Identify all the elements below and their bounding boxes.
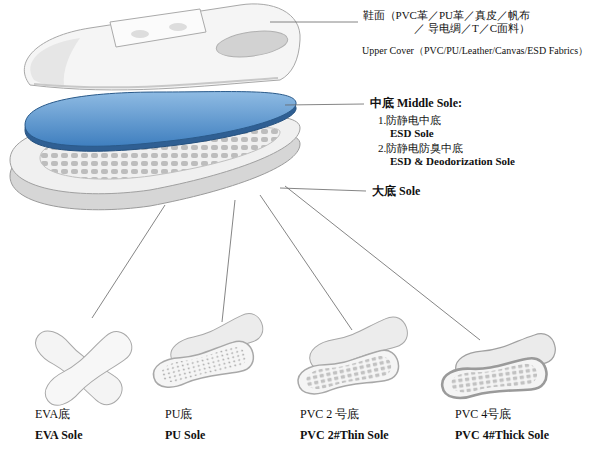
pu-insole <box>150 310 267 393</box>
part-label: ESD & Deodorization Sole <box>390 155 515 168</box>
sole-type-label: PU底 <box>165 407 192 421</box>
middle-sole <box>25 92 296 152</box>
pvc4-insole <box>440 330 558 401</box>
insole-pattern <box>304 354 393 393</box>
sole-type-label: PVC 2#Thin Sole <box>300 428 389 442</box>
part-label: ESD Sole <box>390 127 434 140</box>
sole-type-label: PVC 4#Thick Sole <box>455 428 549 442</box>
upper-opening <box>215 27 290 61</box>
eva-insole <box>29 324 138 413</box>
part-label: 鞋面（PVC革／PU革／真皮／帆布／ 导电绸／T／C面料） <box>362 9 530 35</box>
leader-lines <box>92 22 480 340</box>
middle-sole-top <box>25 92 296 147</box>
insole-shape <box>440 356 548 401</box>
leader-line <box>280 188 366 191</box>
insole-shape <box>39 326 138 413</box>
part-label: Upper Cover（PVC/PU/Leather/Canvas/ESD Fa… <box>362 45 588 57</box>
sole-type-label: EVA底 <box>35 407 70 421</box>
leader-line <box>92 205 165 318</box>
sole-type-label: PVC 2 号底 <box>300 407 359 421</box>
sole-type-label: EVA Sole <box>35 428 82 442</box>
leader-line <box>270 22 358 23</box>
insole-shape <box>150 338 256 392</box>
insole-shape <box>295 348 401 399</box>
upper-body <box>24 4 300 90</box>
leader-line <box>222 200 235 322</box>
part-label: 中底 Middle Sole: <box>370 96 462 110</box>
pvc2-insole <box>295 313 411 398</box>
shoe-upper <box>24 4 300 90</box>
sole-type-label: PVC 4号底 <box>455 407 511 421</box>
insole-pattern <box>450 362 539 395</box>
leader-line <box>260 195 352 330</box>
insole-pattern <box>159 345 248 386</box>
upper-strap <box>110 9 206 47</box>
part-label: 1.防静电中底 <box>378 114 441 127</box>
part-label: 2.防静电防臭中底 <box>378 142 463 155</box>
leader-line <box>285 104 364 105</box>
strap-hole <box>169 23 187 31</box>
strap-hole <box>131 30 149 38</box>
upper-edge <box>34 78 278 87</box>
sole-type-label: PU Sole <box>165 428 205 442</box>
part-label: 大底 Sole <box>372 184 420 198</box>
upper-toe-shade <box>30 38 80 86</box>
leader-line <box>285 186 480 340</box>
